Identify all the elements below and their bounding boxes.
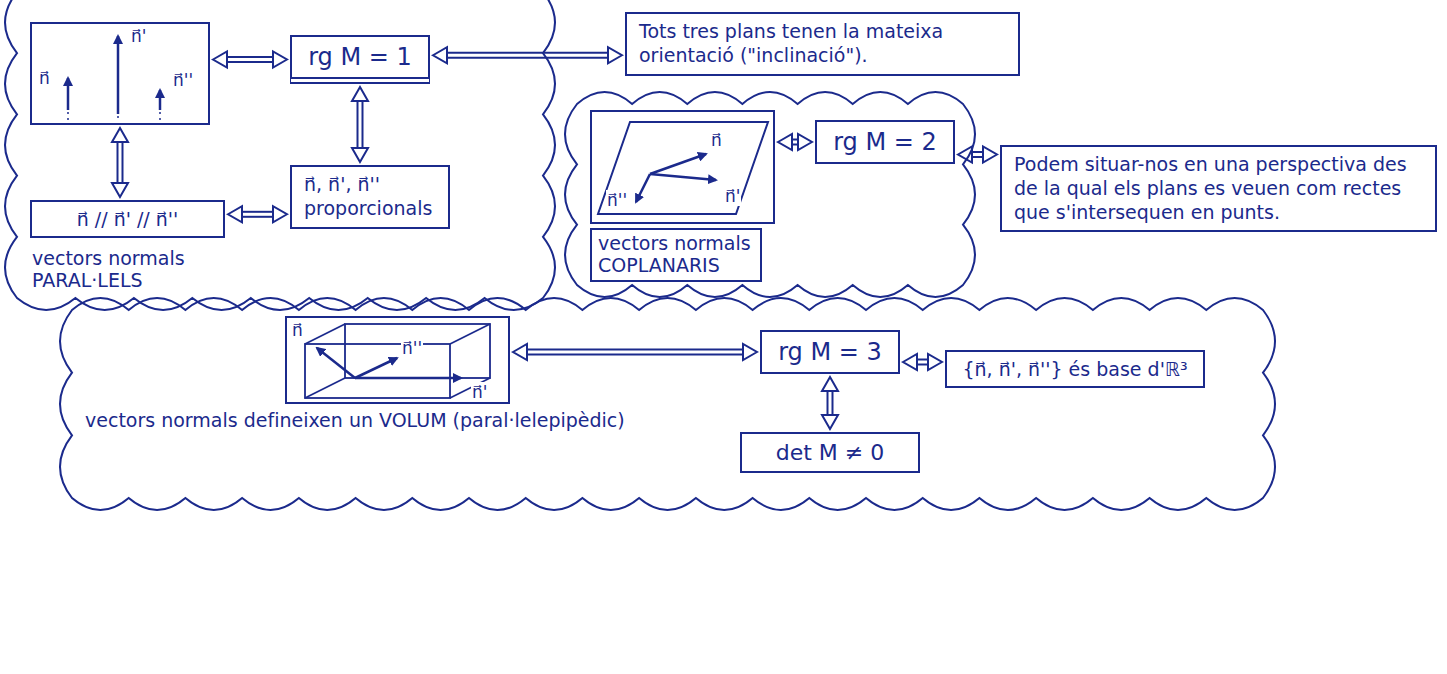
box-text: rg M = 1	[304, 43, 416, 71]
illustration-box: n⃗ n⃗' n⃗''	[590, 110, 775, 224]
equivalence-arrow	[112, 128, 128, 197]
cloud-caption: vectors normals defineixen un VOLUM (par…	[85, 410, 705, 432]
cloud-caption: vectors normals COPLANARIS	[590, 228, 762, 282]
concept-box: Podem situar-nos en una perspectiva des …	[1000, 145, 1437, 232]
concept-cloud: vectors normals COPLANARIS n⃗ n⃗' n⃗'' rg M …	[565, 92, 975, 297]
vector-label: n⃗'	[130, 26, 147, 46]
box-text: n⃗ // n⃗' // n⃗''	[44, 208, 211, 230]
rank-box: rg M = 3	[760, 330, 900, 374]
cloud-caption: vectors normals PARAL·LELS	[32, 248, 282, 292]
box-text: rg M = 3	[774, 338, 886, 366]
box-text: rg M = 2	[829, 128, 941, 156]
vector-label: n⃗''	[401, 338, 423, 358]
rank-box: rg M = 1	[290, 35, 430, 84]
equivalence-arrow	[213, 52, 287, 68]
box-text: n⃗, n⃗', n⃗'' proporcionals	[304, 173, 436, 221]
vector-label: n⃗	[710, 130, 723, 150]
equivalence-arrow	[433, 47, 622, 63]
equivalence-arrow	[822, 377, 838, 429]
rank-box: rg M = 2	[815, 120, 955, 164]
equivalence-arrow	[228, 206, 287, 222]
cloud-outline	[60, 298, 1275, 510]
concept-box: det M ≠ 0	[740, 432, 920, 473]
concept-box: n⃗ // n⃗' // n⃗''	[30, 200, 225, 238]
illustration-box: n⃗ n⃗'' n⃗'	[285, 316, 510, 404]
vector-label: n⃗''	[172, 70, 194, 90]
concept-box: n⃗, n⃗', n⃗'' proporcionals	[290, 165, 450, 229]
concept-cloud: vectors normals PARAL·LELS n⃗ n⃗' n⃗'' rg M …	[5, 0, 555, 310]
equivalence-arrow	[958, 147, 997, 163]
concept-cloud: vectors normals defineixen un VOLUM (par…	[60, 298, 1275, 510]
vector-label: n⃗	[291, 320, 304, 340]
box-text: Tots tres plans tenen la mateixa orienta…	[639, 20, 1006, 68]
vector-label: n⃗''	[606, 190, 628, 210]
equivalence-arrow	[513, 344, 757, 360]
equivalence-arrow	[778, 134, 812, 150]
equivalence-arrow	[352, 87, 368, 162]
box-text: {n⃗, n⃗', n⃗''} és base d'ℝ³	[959, 358, 1191, 380]
concept-box: {n⃗, n⃗', n⃗''} és base d'ℝ³	[945, 350, 1205, 388]
vector-label: n⃗'	[471, 382, 488, 402]
box-text: det M ≠ 0	[754, 440, 906, 465]
vector-label: n⃗	[38, 68, 51, 88]
vector-label: n⃗'	[724, 186, 741, 206]
concept-box: Tots tres plans tenen la mateixa orienta…	[625, 12, 1020, 76]
box-text: Podem situar-nos en una perspectiva des …	[1014, 153, 1423, 224]
equivalence-arrow	[903, 354, 942, 370]
illustration-box: n⃗ n⃗' n⃗''	[30, 22, 210, 125]
